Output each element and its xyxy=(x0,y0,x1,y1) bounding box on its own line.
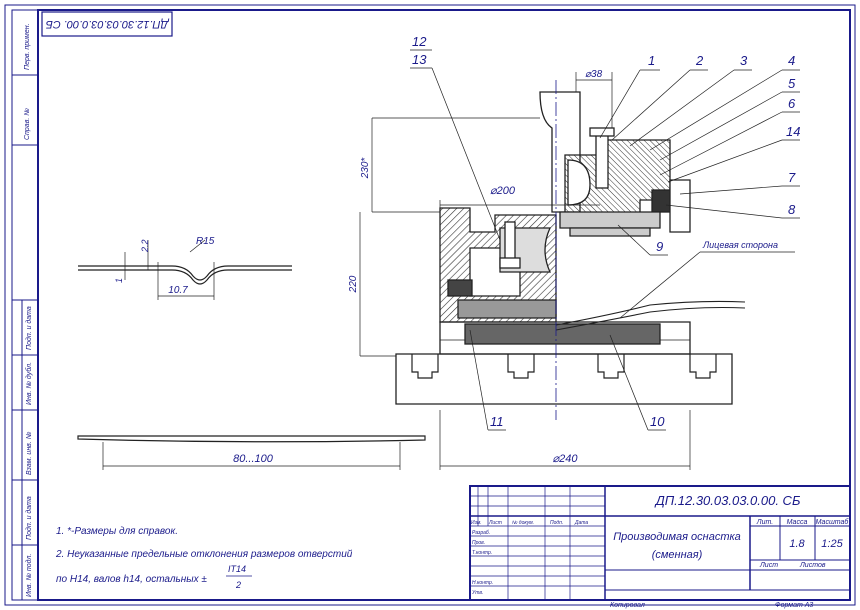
margin-label: Справ. № xyxy=(24,108,31,140)
row-label-docnum: № докум. xyxy=(512,520,534,526)
dim-2-2: 2.2 xyxy=(140,239,150,253)
row-label-utv: Утв. xyxy=(472,590,483,596)
title-doc-code: ДП.12.30.03.03.0.00. СБ xyxy=(654,493,801,508)
callout-numbers: 1 2 3 4 5 6 14 7 8 9 10 11 12 13 xyxy=(412,34,800,429)
face-side-label: Лицевая сторона xyxy=(702,240,778,250)
margin-labels: Перв. примен. Справ. № Подп. и дата Инв.… xyxy=(24,23,33,597)
left-margin-strip xyxy=(11,9,39,601)
dim-10-7: 10.7 xyxy=(168,285,188,296)
row-label-date: Дата xyxy=(574,520,588,526)
seal-ring xyxy=(651,189,673,213)
dim-38: ⌀38 xyxy=(585,69,603,80)
dim-200: ⌀200 xyxy=(490,185,516,197)
sheets-label: Листов xyxy=(799,562,826,569)
margin-label: Подп. и дата xyxy=(25,496,33,540)
copied-by-label: Копировал xyxy=(610,602,645,609)
scale-value: 1:25 xyxy=(821,538,843,550)
strip-detail xyxy=(77,435,426,470)
row-label-razrab: Разраб. xyxy=(472,530,490,536)
sheet-label: Лист xyxy=(759,562,778,569)
profile-detail xyxy=(78,239,292,300)
callout-14: 14 xyxy=(786,124,800,139)
row-label-tkontr: Т.контр. xyxy=(472,550,492,556)
note-1: 1. *-Размеры для справок. xyxy=(56,526,178,537)
dim-220: 220 xyxy=(348,275,359,293)
dim-240: ⌀240 xyxy=(553,453,579,465)
margin-label: Инв. № подл. xyxy=(25,554,33,597)
dim-r15: R15 xyxy=(196,236,215,247)
callout-7: 7 xyxy=(788,170,796,185)
title-name-line1: Производимая оснастка xyxy=(613,531,741,543)
callout-12: 12 xyxy=(412,34,427,49)
row-label-prov: Пров. xyxy=(472,540,485,546)
tolerance-denominator: 2 xyxy=(235,580,241,590)
margin-label: Взам. инв. № xyxy=(26,431,33,475)
face-side-leader xyxy=(619,251,701,319)
margin-label: Инв. № дубл. xyxy=(25,362,33,405)
outer-frame xyxy=(4,4,856,606)
callout-11: 11 xyxy=(490,414,504,429)
format-label: Формат А3 xyxy=(775,602,813,609)
callout-9: 9 xyxy=(656,239,663,254)
title-block-text: ДП.12.30.03.03.0.00. СБ Производимая осн… xyxy=(471,493,849,596)
callout-13: 13 xyxy=(412,52,427,67)
callout-8: 8 xyxy=(788,202,796,217)
row-label-nkontr: Н.контр. xyxy=(472,580,493,586)
margin-label: Подп. и дата xyxy=(25,306,33,350)
callout-3: 3 xyxy=(740,53,748,68)
rotated-doc-number: ДП.12.30.03.03.0.00. СБ xyxy=(46,18,171,30)
row-label-list: Лист xyxy=(488,520,502,526)
callout-4: 4 xyxy=(788,53,795,68)
callout-6: 6 xyxy=(788,96,796,111)
col-header-scale: Масштаб xyxy=(816,518,850,526)
callout-10: 10 xyxy=(650,414,665,429)
rubber-pad xyxy=(464,323,661,345)
dim-230: 230* xyxy=(360,157,371,180)
note-3: по Н14, валов h14, остальных ± xyxy=(56,574,207,585)
base-plate xyxy=(395,353,733,405)
dimension-lines xyxy=(359,72,691,470)
col-header-lit: Лит. xyxy=(756,519,773,526)
row-label-sign: Подп. xyxy=(550,520,563,526)
dim-80-100: 80...100 xyxy=(233,453,274,465)
rotated-doc-number-box xyxy=(41,11,173,37)
callout-5: 5 xyxy=(788,76,796,91)
callout-2: 2 xyxy=(695,53,704,68)
margin-label: Перв. примен. xyxy=(24,23,31,70)
title-name-line2: (сменная) xyxy=(652,549,703,561)
callout-1: 1 xyxy=(648,53,655,68)
mass-value: 1.8 xyxy=(789,538,805,550)
callout-leaders xyxy=(410,49,800,431)
main-assembly xyxy=(395,91,746,405)
col-header-mass: Масса xyxy=(787,519,808,526)
row-label-izm: Изм. xyxy=(471,520,482,526)
dim-1: 1 xyxy=(114,278,124,283)
title-block xyxy=(469,485,851,601)
tolerance-numerator: IT14 xyxy=(228,564,246,574)
note-2: 2. Неуказанные предельные отклонения раз… xyxy=(55,549,353,560)
technical-notes: 1. *-Размеры для справок. 2. Неуказанные… xyxy=(55,526,353,590)
